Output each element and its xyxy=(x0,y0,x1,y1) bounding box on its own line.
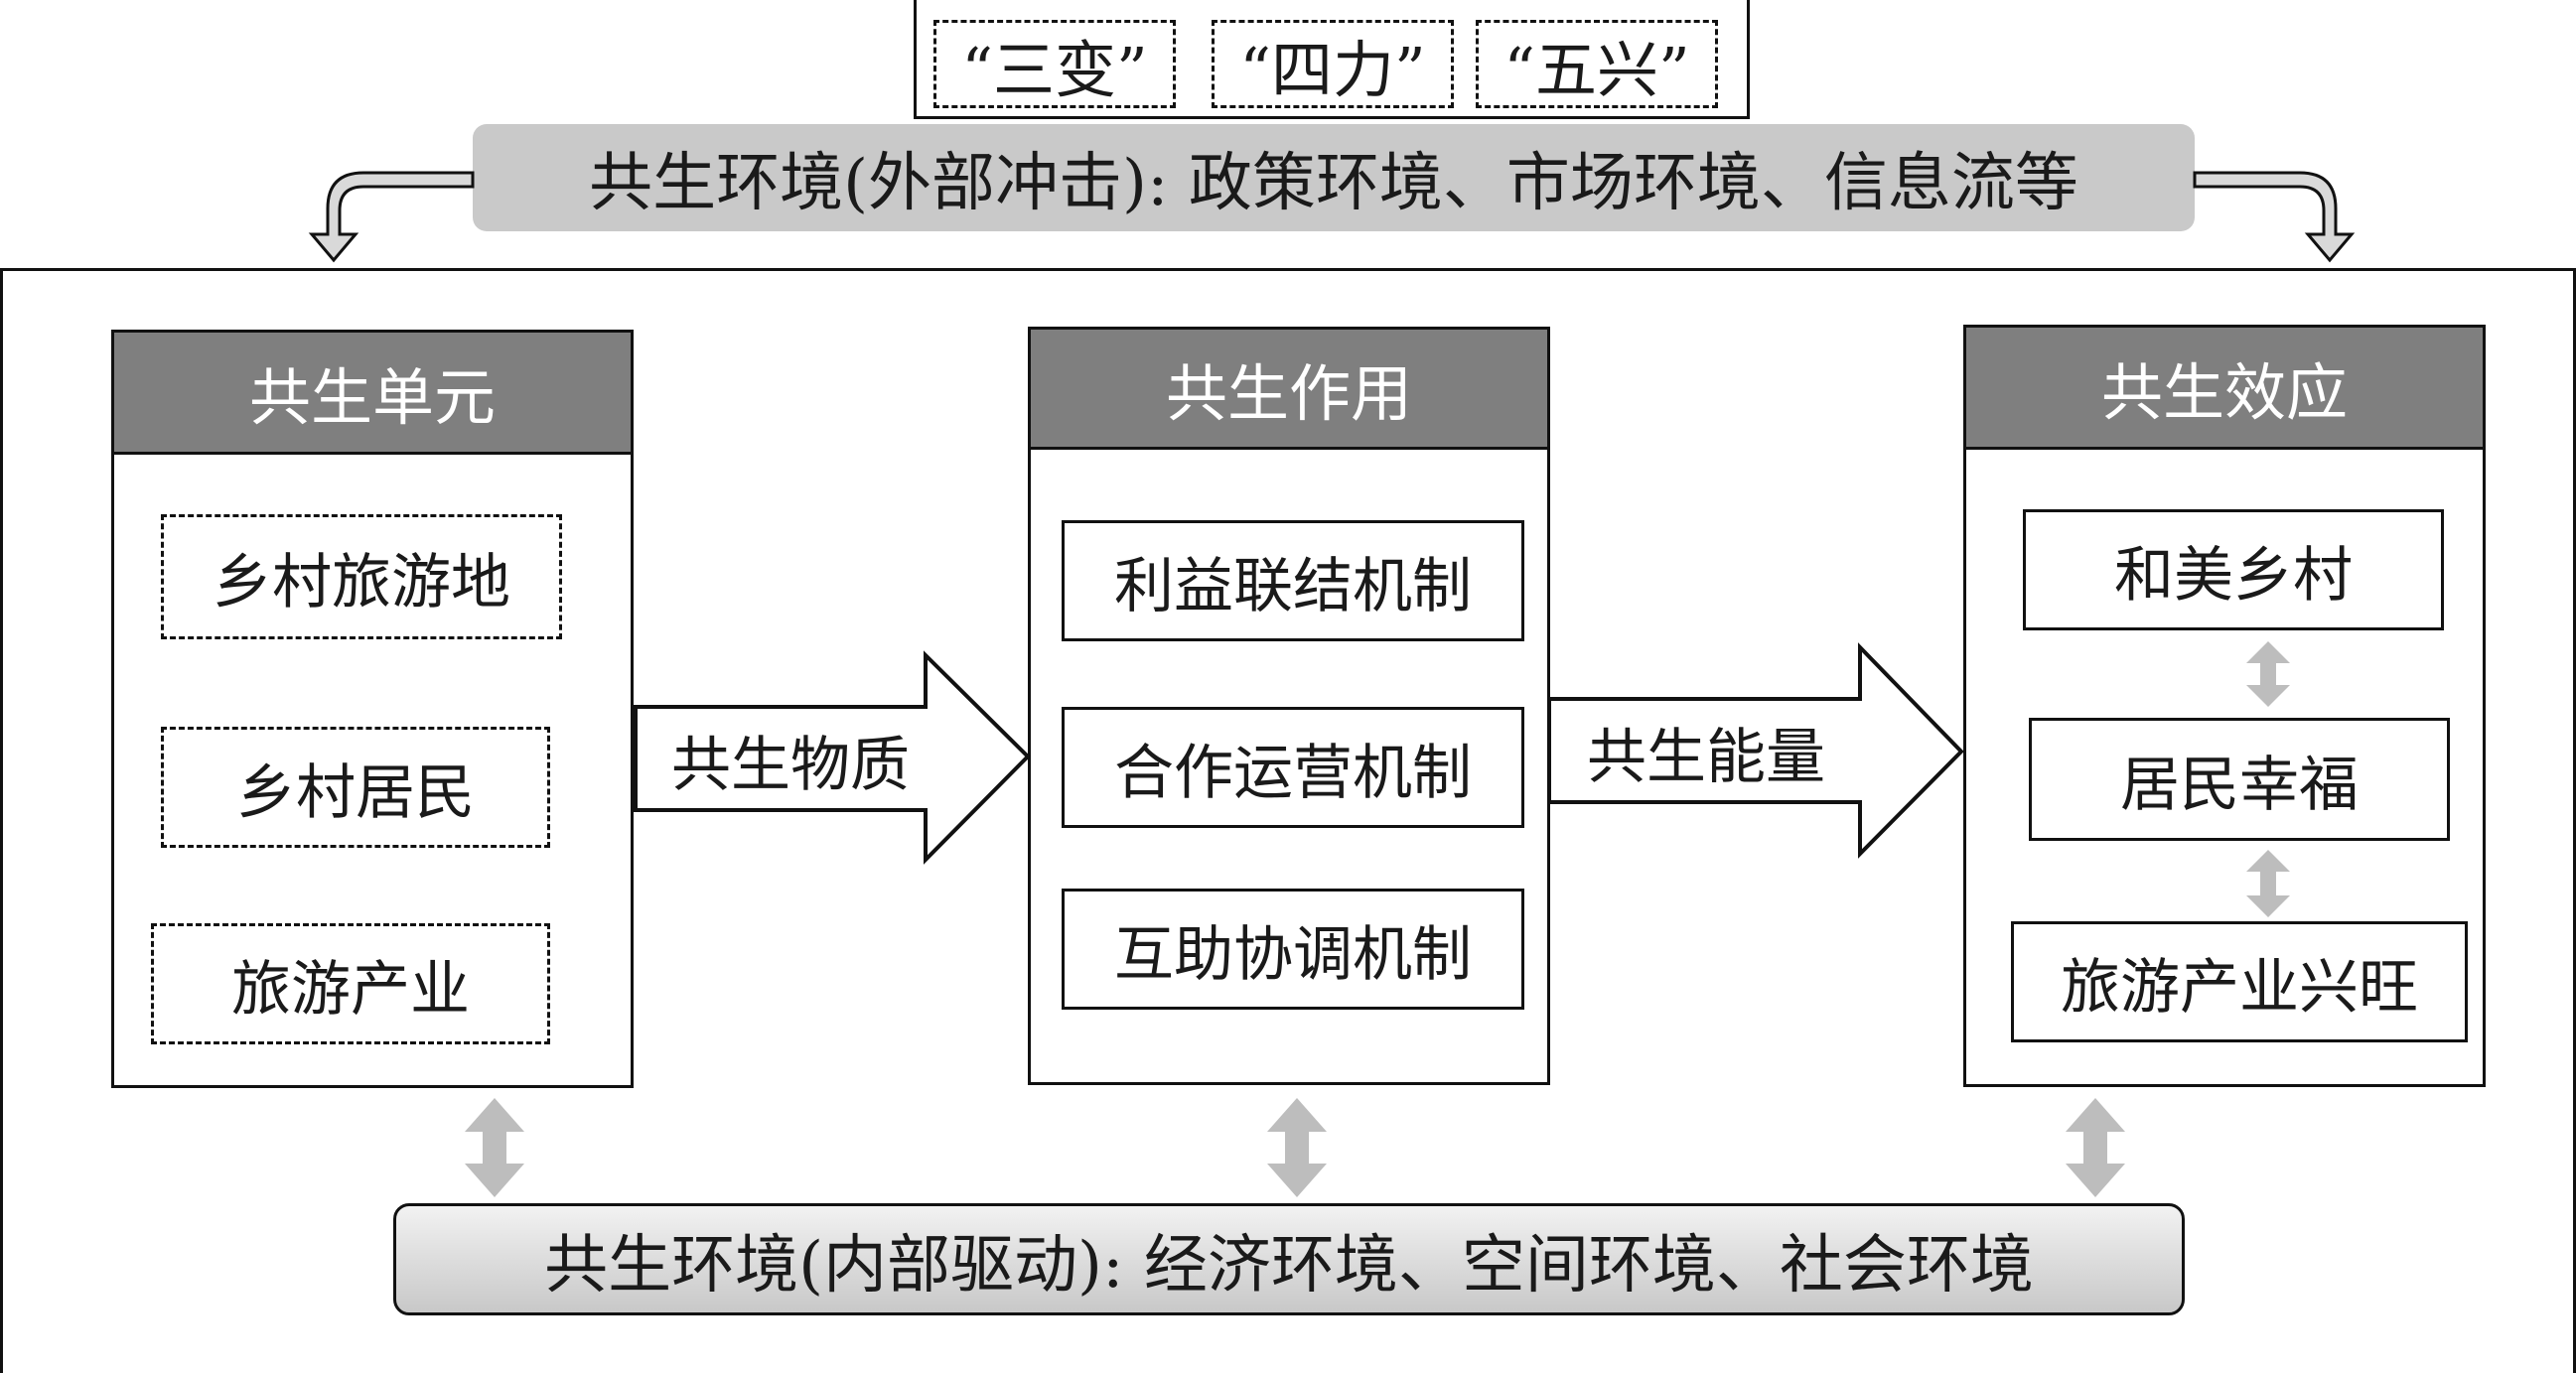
units-header: 共生单元 xyxy=(114,333,631,455)
units-column: 共生单元 xyxy=(111,330,634,1088)
effect-tourism-prosperity: 旅游产业兴旺 xyxy=(2011,921,2468,1042)
unit-tourism-industry: 旅游产业 xyxy=(151,923,550,1044)
external-environment-bar: 共生环境(外部冲击): 政策环境、市场环境、信息流等 xyxy=(473,124,2195,231)
units-internal-double-arrow xyxy=(465,1098,524,1197)
effects-header: 共生效应 xyxy=(1966,328,2483,450)
effects-internal-double-arrow xyxy=(2066,1098,2125,1197)
external-right-curved-arrow xyxy=(2193,171,2356,263)
interaction-internal-double-arrow xyxy=(1267,1098,1327,1197)
effects-double-arrow-upper xyxy=(2246,641,2290,707)
chip-si-li: “四力” xyxy=(1212,20,1454,108)
chip-san-bian: “三变” xyxy=(933,20,1176,108)
mechanism-mutual-coordination: 互助协调机制 xyxy=(1062,889,1524,1010)
mechanism-cooperative-operation: 合作运营机制 xyxy=(1062,707,1524,828)
external-left-curved-arrow xyxy=(308,171,475,263)
matter-flow-arrow xyxy=(634,650,1031,865)
effects-double-arrow-lower xyxy=(2246,850,2290,917)
chip-wu-xing: “五兴” xyxy=(1476,20,1718,108)
matter-flow-label: 共生物质 xyxy=(671,730,910,800)
effect-resident-happiness: 居民幸福 xyxy=(2029,718,2450,841)
energy-flow-label: 共生能量 xyxy=(1587,722,1825,792)
mechanism-interest-linkage: 利益联结机制 xyxy=(1062,520,1524,641)
internal-environment-bar: 共生环境(内部驱动): 经济环境、空间环境、社会环境 xyxy=(393,1203,2185,1315)
effect-harmonious-village: 和美乡村 xyxy=(2023,509,2444,630)
unit-rural-residents: 乡村居民 xyxy=(161,727,550,848)
energy-flow-arrow xyxy=(1547,642,1964,859)
interaction-header: 共生作用 xyxy=(1031,330,1547,450)
unit-rural-destination: 乡村旅游地 xyxy=(161,514,562,639)
